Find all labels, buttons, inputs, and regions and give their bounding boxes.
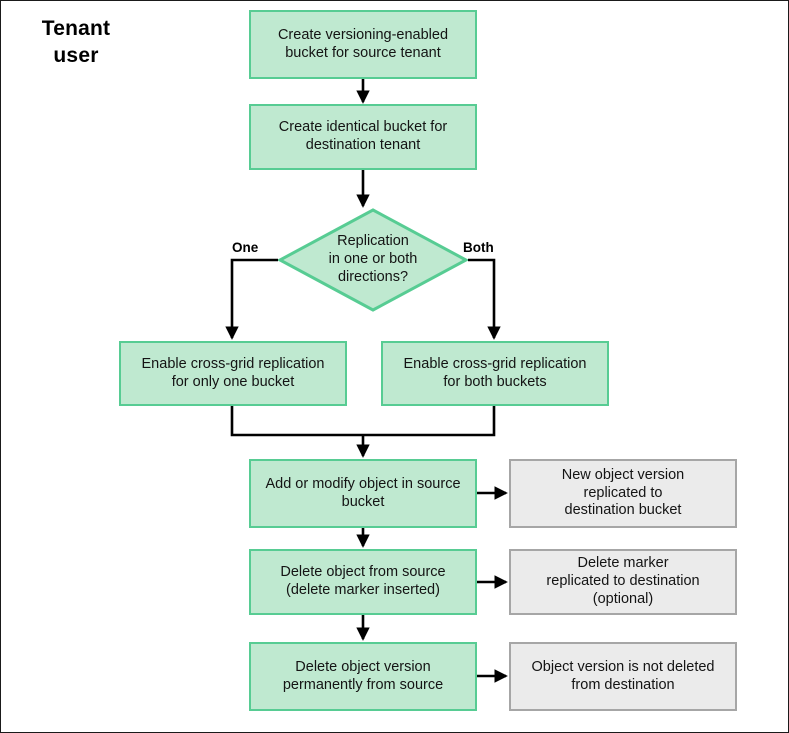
node-line: Create versioning-enabled <box>277 26 449 43</box>
node-delete-marker-replicated[interactable]: Delete marker replicated to destination … <box>509 549 737 615</box>
node-line: Enable cross-grid replication <box>403 355 587 372</box>
node-line: Replication <box>337 233 409 250</box>
node-line: permanently from source <box>282 676 444 693</box>
node-line: replicated to destination <box>546 573 700 590</box>
node-line: New object version <box>561 466 685 483</box>
edge-label-one: One <box>232 240 259 255</box>
node-line: Delete object version <box>295 658 431 675</box>
node-line: bucket <box>341 493 385 510</box>
node-line: destination tenant <box>305 137 421 153</box>
node-line: Delete marker <box>577 555 669 572</box>
node-replication-direction-decision[interactable]: Replication in one or both directions? <box>278 208 468 312</box>
node-create-identical-bucket[interactable]: Create identical bucket for destination … <box>249 104 477 170</box>
node-line: from destination <box>571 676 675 693</box>
node-object-version-not-deleted[interactable]: Object version is not deleted from desti… <box>509 642 737 711</box>
node-line: bucket for source tenant <box>285 44 441 61</box>
node-new-object-version-replicated[interactable]: New object version replicated to destina… <box>509 459 737 528</box>
node-line: for both buckets <box>443 373 547 390</box>
node-line: replicated to <box>583 484 663 501</box>
node-line: in one or both <box>328 251 418 268</box>
edge-decision-one <box>225 258 278 340</box>
node-enable-both-buckets[interactable]: Enable cross-grid replication for both b… <box>381 341 609 406</box>
node-enable-one-bucket[interactable]: Enable cross-grid replication for only o… <box>119 341 347 406</box>
edge-label-both: Both <box>463 240 494 255</box>
swimlane-title-line-1: Tenant <box>41 17 111 40</box>
node-line: Delete object from source <box>280 564 446 581</box>
node-line: Add or modify object in source <box>265 475 461 492</box>
swimlane-title-line-2: user <box>53 44 99 68</box>
node-line: Enable cross-grid replication <box>141 355 325 372</box>
node-create-versioned-bucket[interactable]: Create versioning-enabled bucket for sou… <box>249 10 477 79</box>
node-line: Object version is not deleted <box>531 658 715 675</box>
edge-decision-both <box>468 258 501 340</box>
swimlane-title-tenant-user: Tenant user <box>17 15 135 70</box>
node-add-modify-object[interactable]: Add or modify object in source bucket <box>249 459 477 528</box>
node-delete-object-from-source[interactable]: Delete object from source (delete marker… <box>249 549 477 615</box>
node-delete-object-version-permanently[interactable]: Delete object version permanently from s… <box>249 642 477 711</box>
edge-merge-branches <box>230 406 496 437</box>
node-line: (delete marker inserted) <box>286 582 440 598</box>
node-line: for only one bucket <box>171 373 295 390</box>
node-line: directions? <box>337 268 409 285</box>
node-line: Create identical bucket for <box>278 119 448 136</box>
node-line: (optional) <box>592 590 654 607</box>
diamond-shape <box>278 208 468 312</box>
node-line: destination bucket <box>564 502 682 519</box>
